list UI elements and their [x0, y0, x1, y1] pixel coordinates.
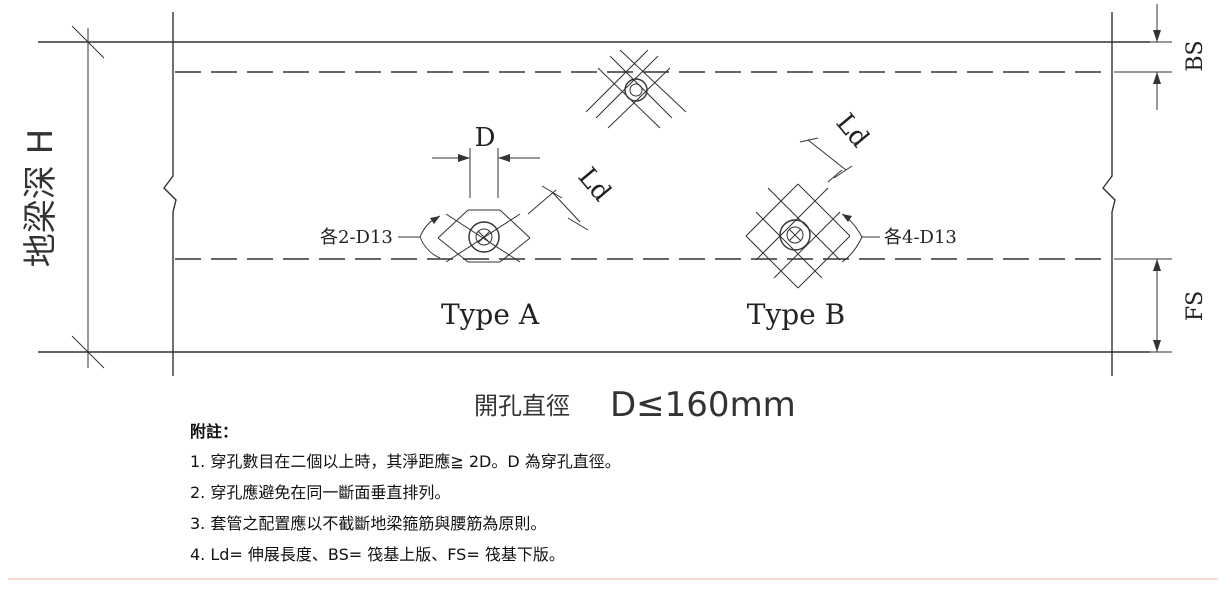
bar-a-leader-lower	[419, 236, 441, 259]
type-b-penetration	[745, 183, 851, 289]
notes-title: 附註：	[190, 422, 239, 441]
bs-dimension	[1114, 4, 1172, 110]
type-a-label: Type A	[441, 298, 540, 331]
note-item-1: 1. 穿孔數目在二個以上時，其淨距應≧ 2D。D 為穿孔直徑。	[190, 452, 621, 471]
type-a-sleeve-circle	[468, 221, 500, 253]
note-item-4: 4. Ld= 伸展長度、BS= 筏基上版、FS= 筏基下版。	[190, 545, 565, 564]
bs-label: BS	[1183, 40, 1208, 71]
ld-dimension-b	[799, 137, 853, 183]
bar-b-leader-lower	[841, 236, 863, 263]
note-item-2: 2. 穿孔應避免在同一斷面垂直排列。	[190, 483, 451, 502]
caption-value: D≤160mm	[610, 385, 796, 425]
ld-dimension-a	[527, 185, 589, 231]
bar-b-label: 各4-D13	[884, 227, 957, 248]
caption-prefix: 開孔直徑	[474, 392, 570, 420]
bottom-divider	[8, 578, 1218, 580]
note-item-3: 3. 套管之配置應以不截斷地梁箍筋與腰筋為原則。	[190, 514, 547, 533]
bar-a-label: 各2-D13	[320, 227, 393, 248]
ld-label-b: Ld	[830, 108, 875, 153]
fs-label: FS	[1183, 291, 1208, 321]
type-b-sleeve-circle	[779, 219, 811, 251]
beam-outline	[38, 12, 1150, 376]
ld-label-a: Ld	[572, 162, 617, 207]
top-penetration	[585, 49, 687, 129]
notes-section: 附註： 1. 穿孔數目在二個以上時，其淨距應≧ 2D。D 為穿孔直徑。 2. 穿…	[190, 418, 1090, 570]
top-sleeve-circle	[624, 78, 648, 102]
d-label: D	[475, 123, 496, 153]
type-b-label: Type B	[747, 298, 845, 331]
beam-depth-dimension	[71, 25, 105, 369]
d-dimension	[432, 148, 540, 198]
type-a-penetration	[437, 209, 531, 263]
right-break-line	[1102, 12, 1116, 376]
left-break-line	[163, 12, 177, 376]
beam-depth-label: 地梁深 H	[21, 129, 61, 267]
fs-dimension	[1114, 258, 1172, 353]
